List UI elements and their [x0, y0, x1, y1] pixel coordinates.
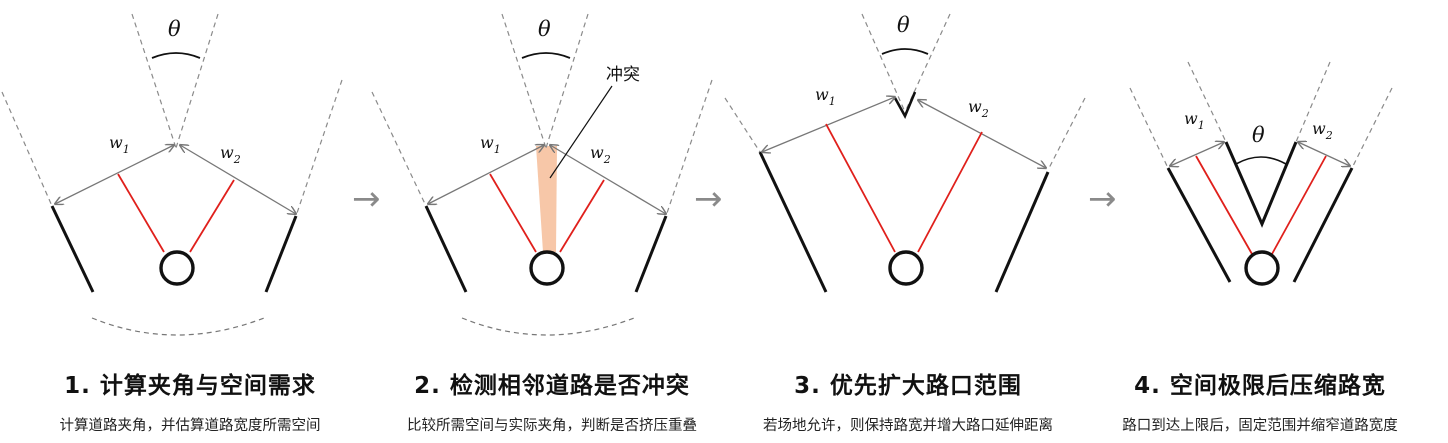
- step-title: 2. 检测相邻道路是否冲突: [414, 373, 690, 399]
- step-subtitle: 计算道路夹角，并估算道路宽度所需空间: [59, 418, 321, 434]
- angle-arc: [521, 52, 571, 59]
- step-subtitle: 若场地允许，则保持路宽并增大路口延伸距离: [763, 418, 1053, 434]
- centerline-left: [489, 173, 537, 253]
- width-measure-left: [428, 145, 544, 204]
- theta-symbol: θ: [897, 13, 910, 37]
- angle-arc: [151, 52, 201, 59]
- centerline-right: [559, 179, 605, 253]
- width-measure-left: [55, 145, 174, 204]
- road-edge-left: [758, 151, 828, 293]
- conflict-callout-line: [549, 85, 613, 179]
- step-arrow-3: →: [1088, 179, 1117, 219]
- road-edge-left: [424, 205, 468, 293]
- road-outer-guides: [1, 79, 343, 217]
- step-2-caption: 2. 检测相邻道路是否冲突 比较所需空间与实际夹角，判断是否挤压重叠: [382, 366, 722, 435]
- road-edge-right: [264, 215, 298, 293]
- road-inner-corner: [1224, 141, 1298, 228]
- width-measure-right: [1298, 142, 1350, 166]
- road-outer-guides: [371, 79, 713, 217]
- panel-3-diagram: θ w1 w2: [724, 13, 1086, 293]
- road-outer-guides: [724, 97, 1086, 171]
- width-measure-right: [550, 145, 666, 214]
- step-4-caption: 4. 空间极限后压缩路宽 路口到达上限后，固定范围并缩窄道路宽度: [1090, 366, 1430, 435]
- road-edge-right-outer: [1292, 167, 1354, 283]
- angle-rays: [131, 13, 219, 149]
- panel-1-diagram: θ w1 w2: [1, 13, 343, 336]
- panel-4-diagram: θ w1 w2: [1129, 61, 1393, 286]
- junction-node: [159, 250, 195, 286]
- width-2-label: w2: [220, 143, 241, 166]
- width-2-label: w2: [590, 143, 611, 166]
- step-arrow-2: →: [694, 179, 723, 219]
- junction-node: [1244, 250, 1280, 286]
- width-measure-right: [918, 100, 1046, 168]
- step-title: 4. 空间极限后压缩路宽: [1134, 373, 1386, 399]
- width-1-label: w1: [480, 133, 501, 156]
- road-edge-left: [50, 205, 95, 293]
- road-corner-vertex: [893, 91, 917, 119]
- theta-symbol: θ: [1252, 123, 1265, 147]
- step-title: 3. 优先扩大路口范围: [794, 373, 1022, 399]
- road-edge-right: [634, 215, 668, 293]
- step-subtitle: 路口到达上限后，固定范围并缩窄道路宽度: [1122, 418, 1398, 434]
- step-arrow-1: →: [352, 179, 381, 219]
- road-edge-left-outer: [1166, 167, 1232, 283]
- width-1-label: w1: [815, 85, 836, 108]
- theta-symbol: θ: [168, 17, 181, 41]
- conflict-label: 冲突: [606, 65, 640, 85]
- angle-arc: [1235, 156, 1287, 165]
- width-1-label: w1: [109, 133, 130, 156]
- width-2-label: w2: [1312, 119, 1333, 142]
- centerline-left: [117, 173, 165, 253]
- angle-rays: [501, 13, 589, 149]
- junction-extent-arc: [91, 317, 265, 336]
- step-subtitle: 比较所需空间与实际夹角，判断是否挤压重叠: [407, 418, 697, 434]
- junction-node: [888, 250, 924, 286]
- step-3-caption: 3. 优先扩大路口范围 若场地允许，则保持路宽并增大路口延伸距离: [738, 366, 1078, 435]
- road-outer-guides: [1129, 61, 1393, 169]
- width-measure-left: [762, 97, 895, 152]
- centerline-right: [1271, 155, 1327, 255]
- panel-2-diagram: θ 冲突 w1 w2: [371, 13, 713, 336]
- centerline-left: [825, 123, 896, 253]
- width-measure-right: [180, 145, 296, 214]
- centerline-left: [1195, 155, 1253, 255]
- junction-node: [529, 250, 565, 286]
- centerline-right: [917, 131, 983, 253]
- angle-arc: [881, 48, 929, 55]
- width-measure-left: [1170, 142, 1224, 166]
- step-title: 1. 计算夹角与空间需求: [64, 373, 316, 399]
- width-1-label: w1: [1184, 109, 1205, 132]
- width-2-label: w2: [968, 97, 989, 120]
- conflict-zone: [536, 146, 557, 252]
- theta-symbol: θ: [538, 17, 551, 41]
- centerline-right: [189, 179, 235, 253]
- step-1-caption: 1. 计算夹角与空间需求 计算道路夹角，并估算道路宽度所需空间: [20, 366, 360, 435]
- junction-extent-arc: [461, 317, 635, 336]
- road-edge-right: [994, 171, 1050, 293]
